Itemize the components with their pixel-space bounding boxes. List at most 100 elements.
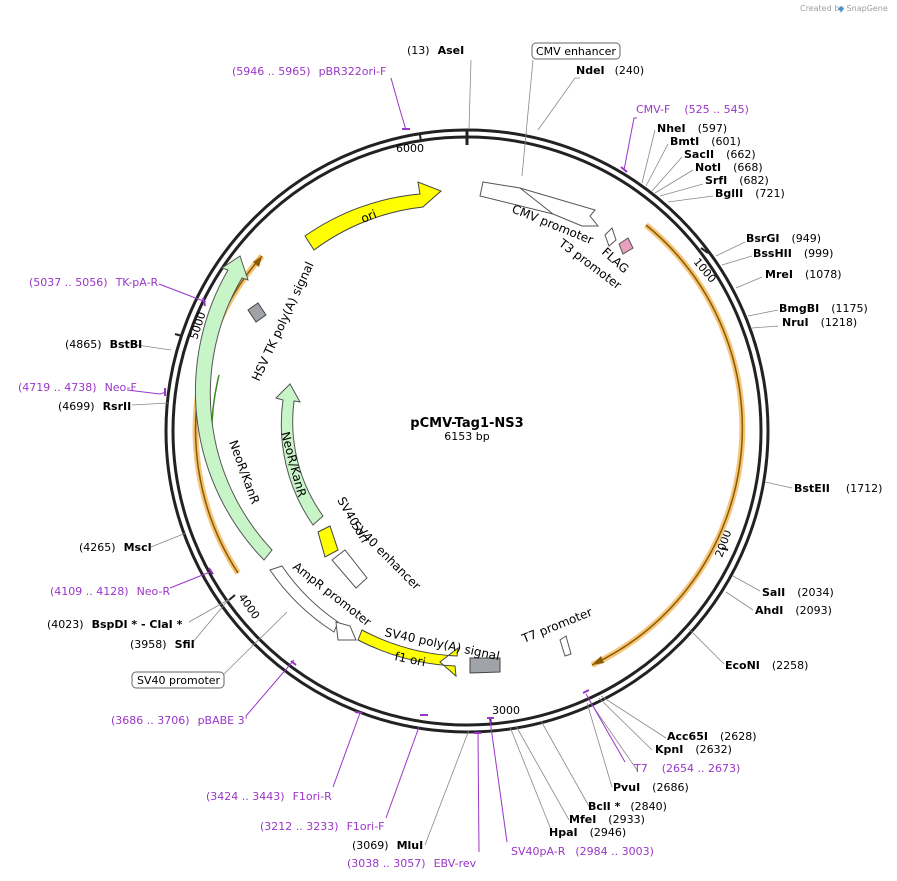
snapgene-credit: Created by SnapGene: [800, 4, 888, 13]
enzyme-label: (3069)MluI: [352, 839, 423, 852]
ori-label: ori: [359, 207, 379, 226]
plasmid-name: pCMV-Tag1-NS3: [410, 416, 523, 431]
tick-label: 6000: [396, 142, 424, 155]
enzyme-label: (4265)MscI: [79, 541, 152, 554]
leader-line: [715, 241, 746, 257]
leader-line: [654, 169, 694, 194]
tick-mark: [228, 594, 236, 601]
primer-label: (4719 .. 4738)Neo-F: [18, 381, 137, 394]
primer-leader: [585, 693, 626, 763]
ampr-promoter-head: [335, 621, 357, 641]
primer-label: (5037 .. 5056)TK-pA-R: [29, 276, 159, 289]
f1-ori-arrow: [357, 629, 459, 678]
leader-line: [515, 725, 570, 821]
cmv-promoter-divider: [519, 187, 554, 215]
enzyme-label: (4865)BstBI: [65, 338, 142, 351]
leader-line: [468, 59, 472, 129]
primer-leader: [245, 659, 295, 717]
primer-marker: [354, 711, 363, 714]
enzyme-label: Acc65I(2628): [667, 730, 757, 743]
neo-inner-label: NeoR/KanR: [278, 430, 309, 498]
sv40-polya-box: [469, 657, 501, 674]
primer-leader: [390, 77, 407, 131]
primer-marker: [620, 166, 628, 173]
primer-leader: [489, 719, 508, 843]
leader-line: [641, 129, 656, 184]
leader-line: [751, 325, 779, 329]
orf-arrowhead-right: [592, 656, 604, 665]
primer-labels: (5946 .. 5965)pBR322ori-F CMV-F(525 .. 5…: [18, 65, 749, 870]
primer-label: (4109 .. 4128)Neo-R: [50, 585, 170, 598]
plasmid-length: 6153 bp: [444, 430, 489, 443]
neo-inner-arrow: [275, 383, 324, 526]
leader-line: [721, 255, 753, 266]
enzyme-label: BclI *(2840): [588, 800, 667, 813]
neo-outer-arrow: [194, 255, 273, 561]
cmv-promoter-arrow: [479, 181, 600, 227]
primer-leader: [158, 283, 207, 303]
enzyme-label: SrfI(682): [705, 174, 769, 187]
enzyme-label: SacII(662): [684, 148, 756, 161]
cmv-enhancer-label: CMV enhancer: [536, 45, 616, 58]
hsv-tk-label: HSV TK poly(A) signal: [249, 260, 317, 384]
tick-mark: [419, 134, 422, 143]
leader-line: [521, 59, 534, 177]
enzyme-label: PvuI(2686): [613, 781, 689, 794]
leader-line: [586, 702, 613, 788]
primer-marker: [290, 660, 297, 666]
primer-leader: [169, 571, 211, 589]
sv40-enhancer-arrow: [331, 549, 368, 589]
primer-leaders: [126, 77, 637, 853]
leader-line: [223, 611, 288, 675]
primer-label: (3212 .. 3233)F1ori-F: [260, 820, 385, 833]
leader-line: [150, 532, 187, 548]
primer-label: (5946 .. 5965)pBR322ori-F: [232, 65, 386, 78]
tick-mark: [174, 333, 183, 337]
leader-line: [651, 156, 683, 192]
primer-marker: [582, 689, 590, 694]
primer-leader: [623, 117, 637, 171]
snapgene-logo-icon: ◆: [838, 4, 845, 13]
t7-promoter-arrow: [559, 635, 572, 657]
enzyme-label: BglII(721): [715, 187, 785, 200]
enzyme-label: BssHII(999): [753, 247, 833, 260]
enzyme-label: BstEII(1712): [794, 482, 882, 495]
features: [194, 181, 634, 678]
cmv-enhancer-box: [531, 42, 621, 60]
tick-mark: [721, 547, 729, 551]
leader-line: [645, 143, 669, 187]
leader-line: [747, 309, 779, 317]
leader-line: [598, 697, 653, 751]
leader-line: [537, 77, 580, 131]
leader-lines: [129, 59, 793, 846]
primer-leader: [332, 712, 361, 788]
leader-line: [129, 343, 172, 351]
enzyme-label: (4023)BspDI * - ClaI *: [47, 618, 183, 631]
orf-arrowhead-left-upper: [253, 256, 262, 267]
tick-mark: [700, 247, 709, 254]
enzyme-label: NdeI(240): [576, 64, 644, 77]
orf-arrow-right: [591, 224, 744, 666]
flag-box: [618, 237, 634, 255]
enzyme-label: BsrGI(949): [746, 232, 821, 245]
t7-promoter-label: T7 promoter: [519, 605, 594, 646]
primer-leader: [477, 732, 480, 853]
enzyme-labels: (13)AseI NdeI(240) NheI(597) BmtI(601) S…: [47, 44, 882, 852]
enzyme-label: NotI(668): [695, 161, 763, 174]
leader-line: [424, 729, 470, 846]
ampr-promoter-arrow: [269, 565, 339, 633]
enzyme-label: KpnI(2632): [655, 743, 732, 756]
t3-promoter-arrow: [604, 227, 617, 247]
enzyme-label: (4699)RsrII: [58, 400, 131, 413]
tick-label: 3000: [492, 704, 520, 717]
leader-line: [764, 481, 793, 489]
leader-line: [688, 628, 725, 665]
primer-label: SV40pA-R(2984 .. 3003): [511, 845, 654, 858]
leader-line: [131, 402, 169, 406]
leader-line: [732, 575, 761, 592]
enzyme-label: (13)AseI: [407, 44, 464, 57]
leader-line: [188, 599, 229, 623]
enzyme-label: NheI(597): [657, 122, 727, 135]
ori-arrow: [304, 181, 442, 251]
